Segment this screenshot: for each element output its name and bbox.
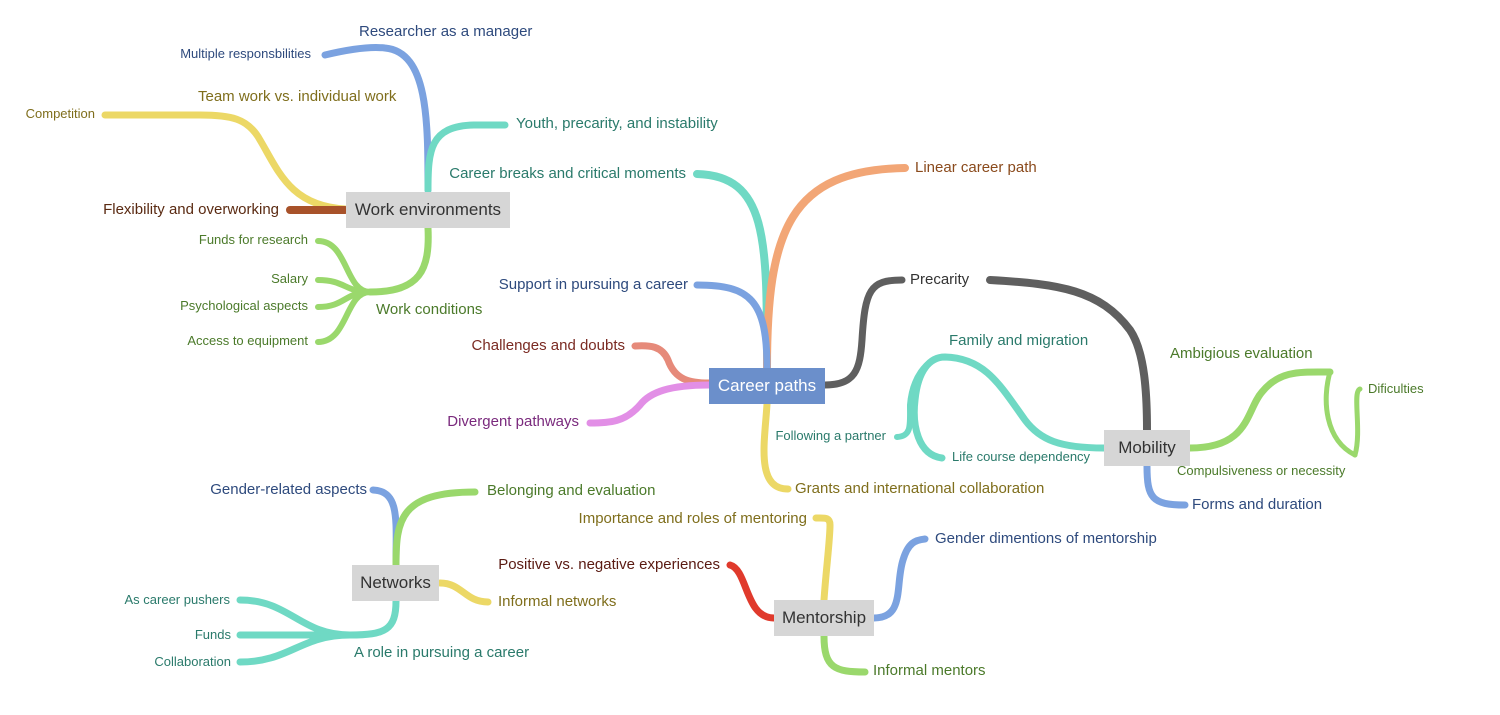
link-collaboration: [236, 631, 354, 666]
link-divergent: [586, 381, 713, 427]
label-following-partner[interactable]: Following a partner: [775, 428, 886, 443]
topic-mentorship[interactable]: Mentorship: [774, 600, 874, 636]
label-access-equipment[interactable]: Access to equipment: [187, 333, 308, 348]
label-collaboration[interactable]: Collaboration: [154, 654, 231, 669]
label-salary[interactable]: Salary: [271, 271, 308, 286]
link-researcher-manager: [321, 44, 432, 194]
link-compulsiveness: [1323, 369, 1358, 458]
label-dificulties[interactable]: Dificulties: [1368, 381, 1424, 396]
central-topic-career-paths[interactable]: Career paths: [709, 368, 825, 404]
link-linear-career: [763, 164, 909, 372]
label-linear-career[interactable]: Linear career path: [915, 159, 1037, 176]
link-career-pushers: [236, 596, 354, 639]
label-life-course[interactable]: Life course dependency: [952, 449, 1091, 464]
link-team-work: [424, 121, 509, 194]
topic-work-environments[interactable]: Work environments: [346, 192, 510, 228]
link-career-breaks: [693, 170, 772, 372]
label-team-work[interactable]: Team work vs. individual work: [198, 88, 397, 105]
link-work-conditions: [366, 224, 432, 296]
label-funds[interactable]: Funds: [194, 627, 231, 642]
link-importance-mentoring: [812, 514, 834, 604]
label-researcher-manager[interactable]: Researcher as a manager: [359, 23, 533, 40]
link-family-migration: [910, 353, 1108, 462]
label-informal-mentors[interactable]: Informal mentors: [873, 662, 986, 679]
label-flexibility-overworking[interactable]: Flexibility and overworking: [103, 201, 279, 218]
link-grants: [760, 400, 792, 493]
label-career-pushers[interactable]: As career pushers: [124, 592, 231, 607]
link-wc-equip: [315, 289, 373, 345]
link-following-partner: [894, 354, 948, 440]
link-mobility: [986, 276, 1151, 434]
label-positive-negative[interactable]: Positive vs. negative experiences: [498, 556, 720, 573]
link-gender-mentorship: [870, 535, 929, 622]
label-work-conditions[interactable]: Work conditions: [376, 301, 483, 318]
link-informal-networks: [436, 579, 492, 606]
label-family-migration[interactable]: Family and migration: [949, 332, 1089, 349]
link-belonging: [392, 488, 479, 569]
link-informal-mentors: [820, 632, 869, 676]
label-divergent-pathways[interactable]: Divergent pathways: [447, 413, 579, 430]
label-importance-mentoring[interactable]: Importance and roles of mentoring: [578, 510, 807, 527]
link-positive-negative: [726, 561, 778, 622]
label-ambigious-evaluation[interactable]: Ambigious evaluation: [1170, 345, 1313, 362]
link-precarity: [821, 276, 906, 389]
topic-networks[interactable]: Networks: [352, 565, 439, 601]
link-support: [693, 281, 771, 372]
label-gender-aspects[interactable]: Gender-related aspects: [210, 481, 367, 498]
link-role-pursuing: [346, 597, 400, 639]
link-forms-duration: [1143, 462, 1189, 509]
label-gender-mentorship[interactable]: Gender dimentions of mentorship: [935, 530, 1157, 547]
label-informal-networks[interactable]: Informal networks: [498, 593, 617, 610]
label-role-pursuing[interactable]: A role in pursuing a career: [354, 644, 530, 661]
label-forms-duration[interactable]: Forms and duration: [1192, 496, 1323, 513]
link-dificulties: [1352, 386, 1363, 458]
label-belonging-evaluation[interactable]: Belonging and evaluation: [487, 482, 656, 499]
label-compulsiveness[interactable]: Compulsiveness or necessity: [1177, 463, 1346, 478]
label-competition[interactable]: Competition: [25, 106, 95, 121]
label-youth-precarity[interactable]: Youth, precarity, and instability: [516, 115, 718, 132]
link-ambigious: [1186, 368, 1334, 452]
topic-mobility[interactable]: Mobility: [1104, 430, 1190, 466]
label-support-pursuing[interactable]: Support in pursuing a career: [498, 276, 688, 293]
label-career-breaks[interactable]: Career breaks and critical moments: [449, 165, 686, 182]
link-team-work-comp: [101, 111, 349, 213]
label-multiple-responsibilities[interactable]: Multiple responsbilities: [180, 46, 311, 61]
link-challenges: [631, 342, 713, 387]
label-funds-research[interactable]: Funds for research: [198, 232, 308, 247]
label-precarity[interactable]: Precarity: [910, 271, 970, 288]
label-psychological-aspects[interactable]: Psychological aspects: [180, 298, 308, 313]
label-challenges-doubts[interactable]: Challenges and doubts: [471, 337, 625, 354]
label-grants-collaboration[interactable]: Grants and international collaboration: [795, 480, 1045, 497]
